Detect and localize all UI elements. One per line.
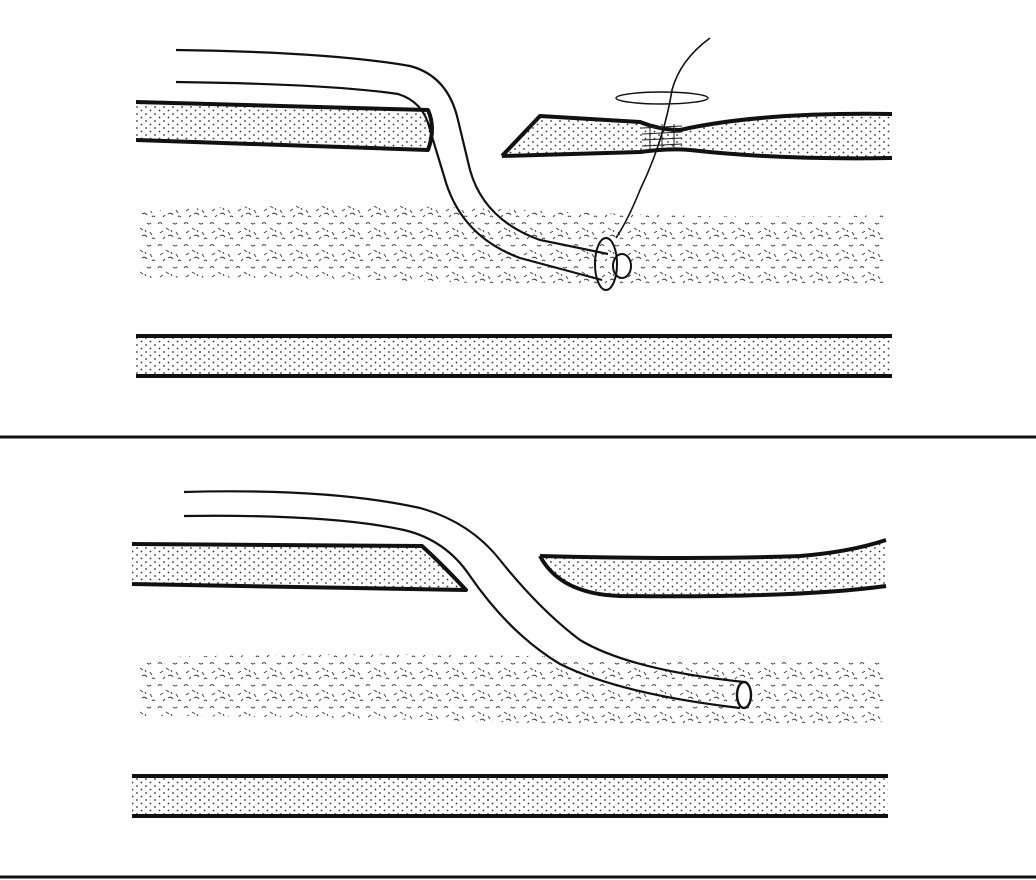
top-panel — [136, 38, 892, 376]
bottom-upper-wall-right — [540, 540, 886, 596]
bottom-lumen-tissue — [140, 654, 885, 725]
top-suture-loop — [616, 92, 708, 104]
bottom-catheter-tip — [737, 682, 751, 708]
top-lower-wall — [136, 336, 892, 376]
bottom-lower-wall — [132, 776, 888, 816]
top-lumen-tissue — [140, 205, 885, 287]
bottom-panel — [132, 491, 888, 816]
